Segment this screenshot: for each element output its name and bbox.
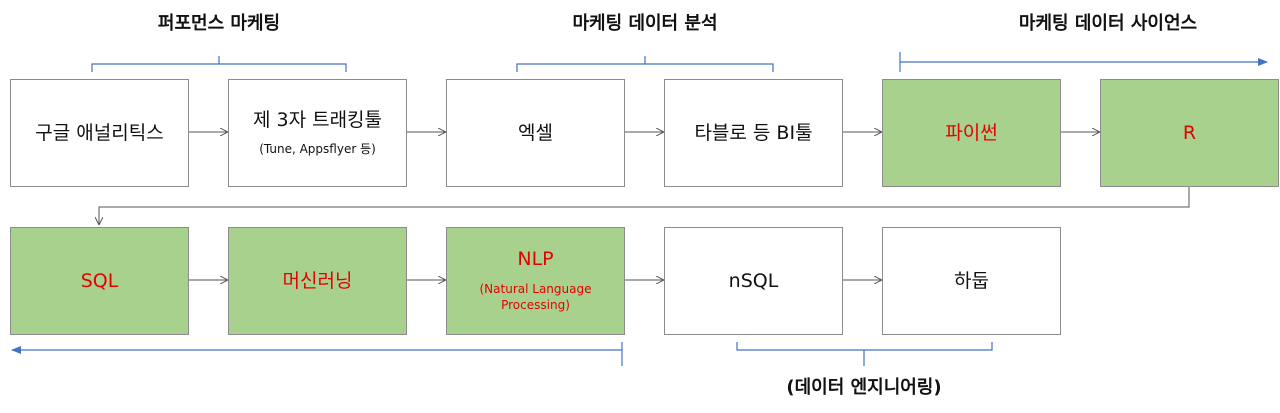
node-label: 하둡 — [954, 269, 989, 292]
node-google-analytics: 구글 애널리틱스 — [10, 79, 189, 187]
node-third-party-tracking: 제 3자 트래킹툴 (Tune, Appsflyer 등) — [228, 79, 407, 187]
section-label-science: 마케팅 데이터 사이언스 — [1018, 13, 1198, 34]
node-sublabel: (Natural Language Processing) — [479, 282, 592, 313]
node-python: 파이썬 — [882, 79, 1061, 187]
brace-engineering — [736, 342, 993, 366]
node-r: R — [1100, 79, 1279, 187]
node-nsql: nSQL — [664, 227, 843, 335]
node-hadoop: 하둡 — [882, 227, 1061, 335]
wrap-connector — [99, 186, 1190, 224]
brace-analysis — [516, 56, 774, 72]
node-label: nSQL — [728, 269, 779, 292]
node-label: SQL — [80, 269, 119, 292]
node-machine-learning: 머신러닝 — [228, 227, 407, 335]
node-sublabel: (Tune, Appsflyer 등) — [259, 142, 376, 157]
section-label-analysis: 마케팅 데이터 분석 — [572, 13, 718, 34]
node-label: R — [1182, 121, 1197, 144]
section-label-performance: 퍼포먼스 마케팅 — [157, 13, 281, 34]
node-label: 타블로 등 BI툴 — [694, 121, 813, 144]
node-excel: 엑셀 — [446, 79, 625, 187]
node-label: NLP — [517, 248, 554, 271]
node-label: 제 3자 트래킹툴 — [252, 108, 383, 131]
node-nlp: NLP (Natural Language Processing) — [446, 227, 625, 335]
node-label: 머신러닝 — [282, 269, 353, 292]
node-sql: SQL — [10, 227, 189, 335]
section-label-engineering: (데이터 엔지니어링) — [786, 377, 942, 398]
node-bi-tools: 타블로 등 BI툴 — [664, 79, 843, 187]
node-label: 파이썬 — [945, 121, 998, 144]
node-label: 구글 애널리틱스 — [35, 121, 164, 144]
brace-performance — [91, 56, 347, 72]
node-label: 엑셀 — [518, 121, 553, 144]
